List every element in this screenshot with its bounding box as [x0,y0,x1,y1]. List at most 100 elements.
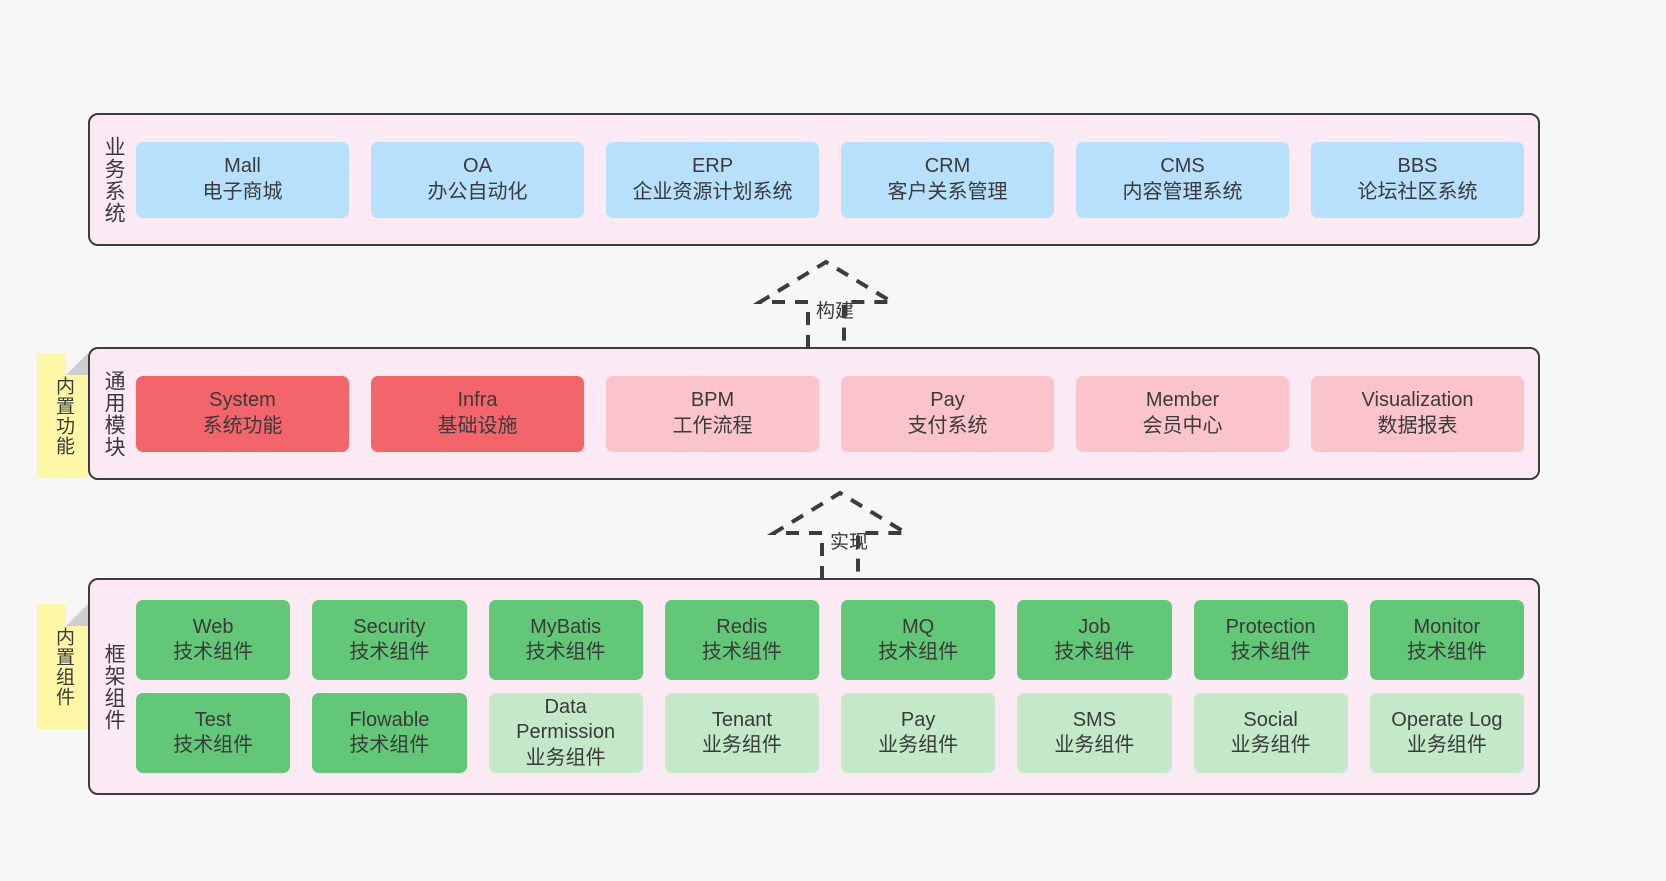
card-mq[interactable]: MQ 技术组件 [841,600,996,680]
layer-label-business-systems: 业务系统 [102,135,126,224]
card-protection[interactable]: Protection 技术组件 [1193,600,1348,680]
card-title: Security [353,615,426,638]
card-oa[interactable]: OA 办公自动化 [371,141,584,218]
layer-body-framework-components: Web 技术组件 Security 技术组件 MyBatis 技术组件 Redi… [136,580,1538,793]
card-data-permission[interactable]: Data Permission 业务组件 [488,693,643,773]
card-security[interactable]: Security 技术组件 [312,600,467,680]
card-subtitle: 客户关系管理 [887,180,1008,203]
card-title: CRM [924,155,971,178]
card-title: OA [463,155,492,178]
card-redis[interactable]: Redis 技术组件 [664,600,819,680]
card-operate-log[interactable]: Operate Log 业务组件 [1369,693,1524,773]
sticky-note-builtin-features: 内置功能 [37,353,88,478]
card-title: Member [1145,389,1220,412]
card-title: Pay [930,389,965,412]
card-system[interactable]: System 系统功能 [136,375,349,452]
card-bpm[interactable]: BPM 工作流程 [606,375,819,452]
sticky-note-label: 内置组件 [52,626,74,707]
card-subtitle: 技术组件 [349,734,430,756]
card-title: Social [1243,708,1298,731]
card-subtitle: 技术组件 [173,734,254,756]
card-subtitle: 企业资源计划系统 [632,180,793,203]
card-subtitle: 业务组件 [1054,734,1135,756]
card-subtitle: 业务组件 [1230,734,1311,756]
card-monitor[interactable]: Monitor 技术组件 [1369,600,1524,680]
card-title: Operate Log [1391,708,1503,731]
arrow-label-build: 构建 [816,301,855,322]
card-subtitle: 论坛社区系统 [1357,180,1478,203]
card-flowable[interactable]: Flowable 技术组件 [312,693,467,773]
card-title: Flowable [349,708,430,731]
card-subtitle: 系统功能 [202,414,283,437]
dashed-hollow-arrow-up-icon [752,259,900,348]
card-subtitle: 技术组件 [349,641,430,663]
card-subtitle: 技术组件 [878,641,959,663]
card-row: Mall 电子商城 OA 办公自动化 ERP 企业资源计划系统 CRM 客户关系… [136,141,1524,218]
card-title: Redis [716,615,768,638]
card-title: System [209,389,276,412]
arrow-label-implement: 实现 [830,532,869,553]
card-subtitle: 业务组件 [701,734,782,756]
card-mybatis[interactable]: MyBatis 技术组件 [488,600,643,680]
card-subtitle: 办公自动化 [427,180,528,203]
card-subtitle: 技术组件 [525,641,606,663]
arrow-implement: 实现 [766,489,914,579]
card-pay-module[interactable]: Pay 支付系统 [841,375,1054,452]
card-cms[interactable]: CMS 内容管理系统 [1076,141,1289,218]
card-subtitle: 技术组件 [701,641,782,663]
layer-body-business-systems: Mall 电子商城 OA 办公自动化 ERP 企业资源计划系统 CRM 客户关系… [136,115,1538,244]
card-title: CMS [1160,155,1205,178]
card-subtitle: 会员中心 [1142,414,1223,437]
dashed-hollow-arrow-up-icon [766,490,914,579]
card-erp[interactable]: ERP 企业资源计划系统 [606,141,819,218]
card-title: Data Permission [516,696,616,744]
layer-common-modules: 通用模块 System 系统功能 Infra 基础设施 BPM 工作流程 Pay… [88,347,1540,480]
arrow-build: 构建 [752,258,900,348]
card-crm[interactable]: CRM 客户关系管理 [841,141,1054,218]
card-pay-component[interactable]: Pay 业务组件 [841,693,996,773]
card-title: Web [192,615,234,638]
card-sms[interactable]: SMS 业务组件 [1017,693,1172,773]
card-member[interactable]: Member 会员中心 [1076,375,1289,452]
card-mall[interactable]: Mall 电子商城 [136,141,349,218]
sticky-note-label: 内置功能 [52,375,74,456]
card-social[interactable]: Social 业务组件 [1193,693,1348,773]
card-title: Test [194,708,232,731]
card-subtitle: 业务组件 [1406,734,1487,756]
card-title: Job [1078,615,1111,638]
layer-label-common-modules: 通用模块 [102,369,126,458]
card-infra[interactable]: Infra 基础设施 [371,375,584,452]
card-bbs[interactable]: BBS 论坛社区系统 [1311,141,1524,218]
card-title: Infra [457,389,498,412]
card-subtitle: 技术组件 [173,641,254,663]
card-subtitle: 内容管理系统 [1122,180,1243,203]
layer-business-systems: 业务系统 Mall 电子商城 OA 办公自动化 ERP 企业资源计划系统 CRM… [88,113,1540,246]
card-title: Pay [900,708,936,731]
card-subtitle: 工作流程 [672,414,753,437]
card-title: Mall [224,155,261,178]
card-title: SMS [1072,708,1117,731]
card-subtitle: 业务组件 [878,734,959,756]
card-title: Visualization [1361,389,1474,412]
card-title: Tenant [711,708,772,731]
card-subtitle: 技术组件 [1054,641,1135,663]
card-test[interactable]: Test 技术组件 [136,693,291,773]
card-subtitle: 技术组件 [1406,641,1487,663]
card-tenant[interactable]: Tenant 业务组件 [664,693,819,773]
layer-body-common-modules: System 系统功能 Infra 基础设施 BPM 工作流程 Pay 支付系统… [136,349,1538,478]
card-visualization[interactable]: Visualization 数据报表 [1311,375,1524,452]
card-subtitle: 支付系统 [907,414,988,437]
card-title: ERP [691,155,734,178]
card-subtitle: 技术组件 [1230,641,1311,663]
card-web[interactable]: Web 技术组件 [136,600,291,680]
card-title: MyBatis [530,615,602,638]
layer-framework-components: 框架组件 Web 技术组件 Security 技术组件 MyBatis 技术组件… [88,578,1540,795]
card-title: BBS [1397,155,1438,178]
card-title: MQ [902,615,935,638]
card-job[interactable]: Job 技术组件 [1017,600,1172,680]
layer-label-framework-components: 框架组件 [102,642,126,731]
card-subtitle: 数据报表 [1377,414,1458,437]
card-subtitle: 基础设施 [437,414,518,437]
card-row: Web 技术组件 Security 技术组件 MyBatis 技术组件 Redi… [136,600,1524,680]
card-title: Protection [1225,615,1316,638]
